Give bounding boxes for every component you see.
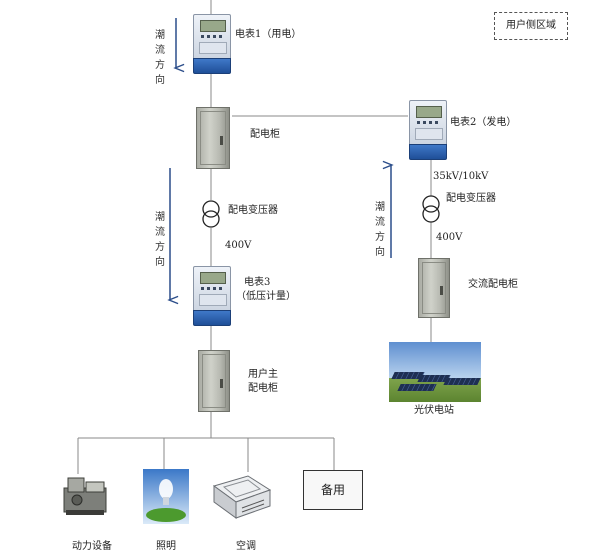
meter-2-label: 电表2（发电） <box>450 117 517 128</box>
meter-1-label: 电表1（用电） <box>235 29 302 40</box>
user-main-cabinet-icon <box>198 350 230 412</box>
user-main-cabinet-label-line1: 用户主 <box>248 369 278 380</box>
solar-panel-icon <box>389 342 481 402</box>
load-spare-box: 备用 <box>303 470 363 510</box>
meter-3-icon <box>193 266 231 326</box>
flow-direction-label-left: 潮流方向 <box>155 212 165 268</box>
voltage-left-label: 400V <box>225 240 252 251</box>
distribution-cabinet-icon <box>196 107 230 169</box>
meter-3-label-line2: （低压计量） <box>236 291 296 302</box>
flow-direction-label-right: 潮流方向 <box>375 202 385 258</box>
flow-direction-label-top: 潮流方向 <box>155 30 165 86</box>
load-power-equipment-label: 动力设备 <box>72 541 112 552</box>
user-side-zone-label: 用户侧区域 <box>494 12 568 40</box>
transformer-right-icon <box>422 195 440 223</box>
transformer-right-label: 配电变压器 <box>446 193 496 204</box>
meter-1-icon <box>193 14 231 74</box>
ac-distribution-cabinet-label: 交流配电柜 <box>468 279 518 290</box>
ac-distribution-cabinet-icon <box>418 258 450 318</box>
transformer-left-label: 配电变压器 <box>228 205 278 216</box>
load-air-conditioning-label: 空调 <box>236 541 256 552</box>
generator-icon <box>63 477 107 515</box>
voltage-right-high-label: 35kV/10kV <box>433 171 489 182</box>
distribution-cabinet-label: 配电柜 <box>250 129 280 140</box>
solar-station-label: 光伏电站 <box>414 405 454 416</box>
user-main-cabinet-label-line2: 配电柜 <box>248 383 278 394</box>
transformer-left-icon <box>202 200 220 228</box>
lighting-icon <box>143 469 189 524</box>
air-conditioner-icon <box>212 475 272 519</box>
load-lighting-label: 照明 <box>156 541 176 552</box>
voltage-right-low-label: 400V <box>436 232 463 243</box>
meter-2-icon <box>409 100 447 160</box>
meter-3-label-line1: 电表3 <box>244 277 271 288</box>
